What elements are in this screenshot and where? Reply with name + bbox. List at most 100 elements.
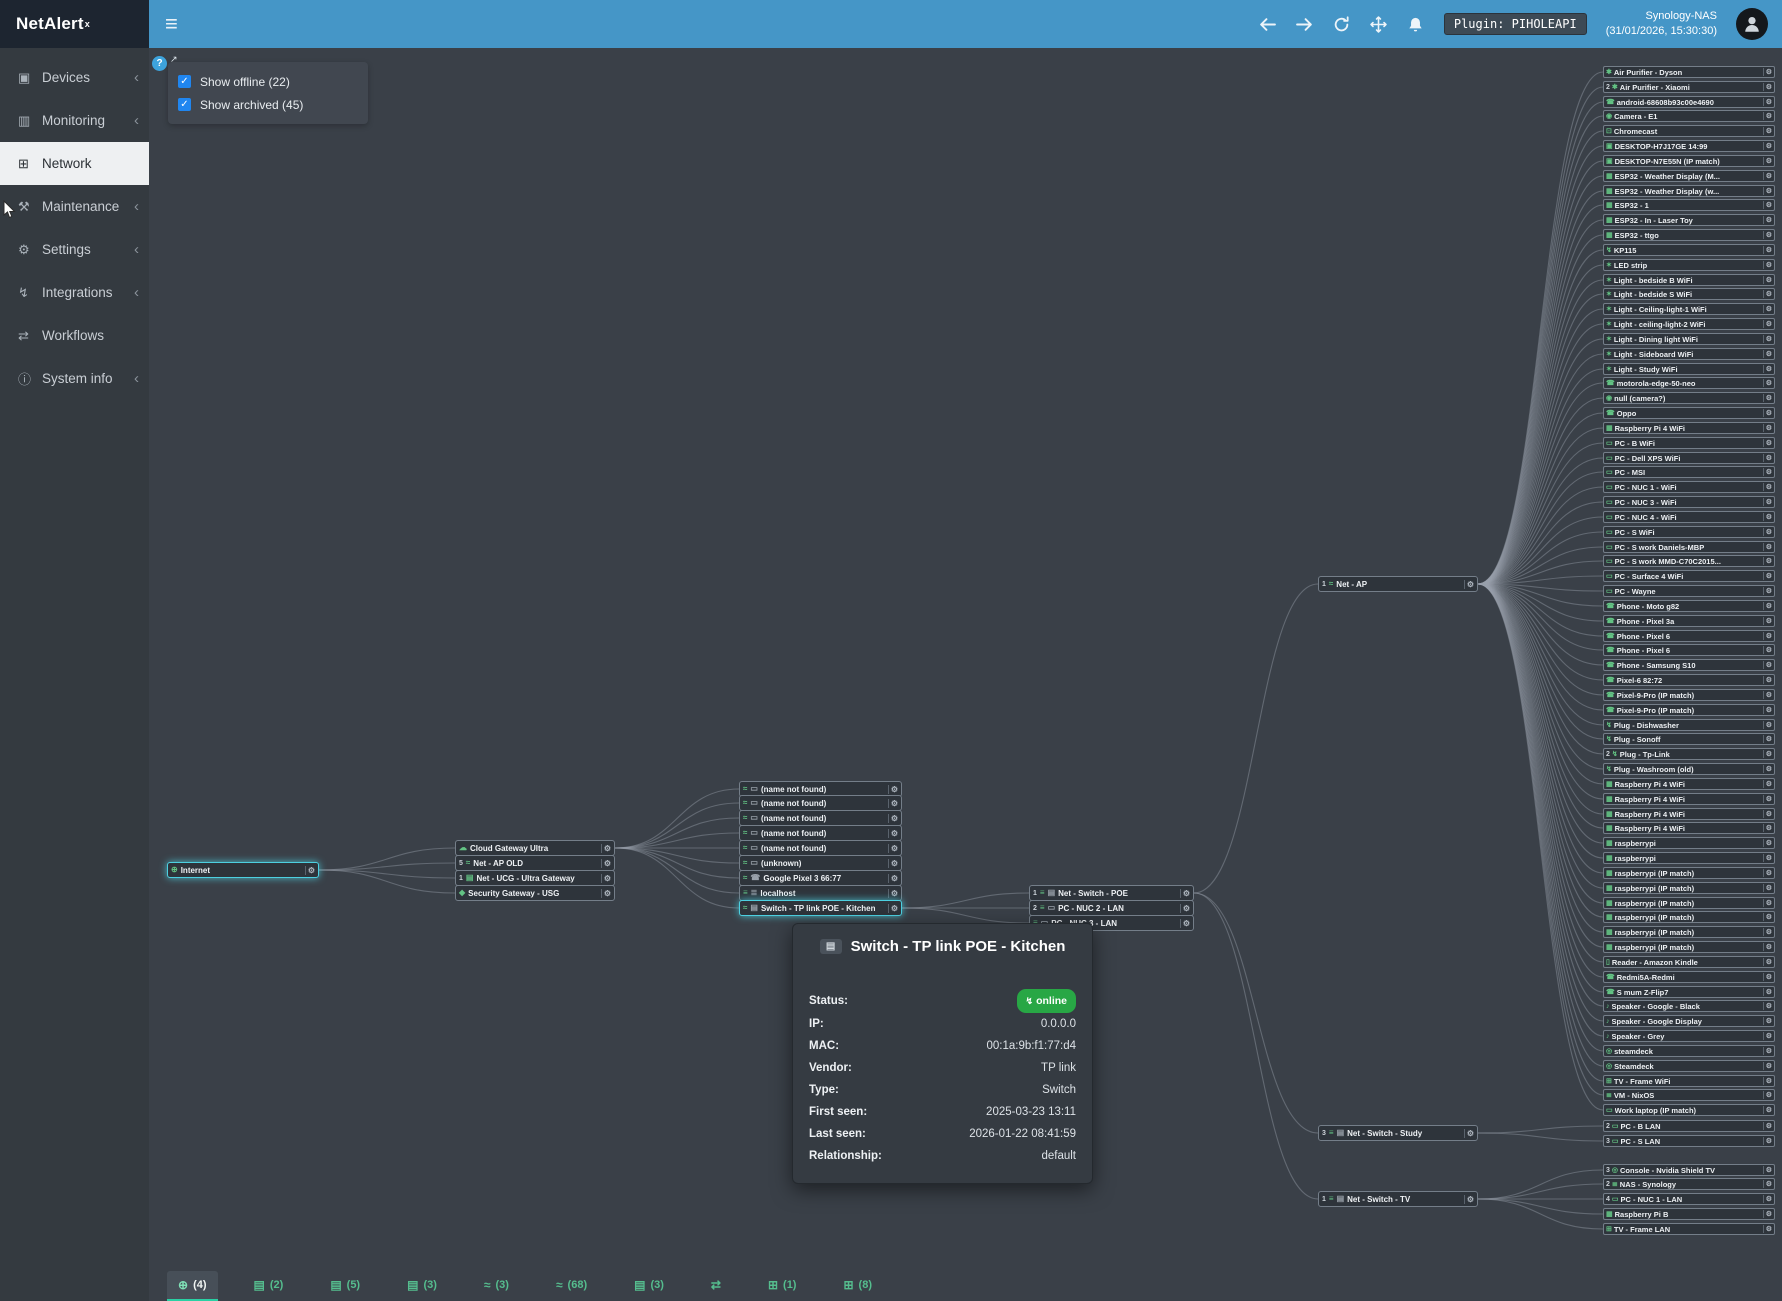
gear-icon[interactable]: ⚙ [1762, 810, 1772, 818]
sidebar-item-integrations[interactable]: ↯Integrations‹ [0, 271, 149, 314]
node-r58[interactable]: ▦raspberrypi (IP match)⚙ [1603, 926, 1775, 938]
node-r31[interactable]: ▭PC - S WiFi⚙ [1603, 526, 1775, 538]
node-r69[interactable]: ≣VM - NixOS⚙ [1603, 1089, 1775, 1101]
gear-icon[interactable]: ⚙ [1762, 1091, 1772, 1099]
node-localhost[interactable]: ≡≣localhost⚙ [739, 885, 902, 901]
gear-icon[interactable]: ⚙ [1762, 795, 1772, 803]
gear-icon[interactable]: ⚙ [1762, 913, 1772, 921]
gear-icon[interactable]: ⚙ [1762, 632, 1772, 640]
node-r40[interactable]: ☎Phone - Samsung S10⚙ [1603, 659, 1775, 671]
node-r25[interactable]: ▭PC - B WiFi⚙ [1603, 437, 1775, 449]
gear-icon[interactable]: ⚙ [1762, 1106, 1772, 1114]
gear-icon[interactable]: ⚙ [1762, 1166, 1772, 1174]
sidebar-item-devices[interactable]: ▣Devices‹ [0, 56, 149, 99]
gear-icon[interactable]: ⚙ [1762, 483, 1772, 491]
gear-icon[interactable]: ⚙ [1762, 1210, 1772, 1218]
node-r18[interactable]: ✶Light - Dining light WiFi⚙ [1603, 333, 1775, 345]
gear-icon[interactable]: ⚙ [1762, 468, 1772, 476]
gear-icon[interactable]: ⚙ [1762, 1225, 1772, 1233]
filter-tab-shuffle[interactable]: ⇄ [700, 1271, 732, 1301]
node-r54[interactable]: ▦raspberrypi (IP match)⚙ [1603, 867, 1775, 879]
node-cgu[interactable]: ☁Cloud Gateway Ultra⚙ [455, 840, 615, 856]
node-r19[interactable]: ✶Light - Sideboard WiFi⚙ [1603, 348, 1775, 360]
gear-icon[interactable]: ⚙ [887, 858, 898, 868]
node-r26[interactable]: ▭PC - Dell XPS WiFi⚙ [1603, 452, 1775, 464]
gear-icon[interactable]: ⚙ [1762, 290, 1772, 298]
node-r11[interactable]: ▦ESP32 - ttgo⚙ [1603, 229, 1775, 241]
gear-icon[interactable]: ⚙ [1762, 1047, 1772, 1055]
node-r33[interactable]: ▭PC - S work MMD-C70C2015...⚙ [1603, 555, 1775, 567]
gear-icon[interactable]: ⚙ [1762, 780, 1772, 788]
node-r52[interactable]: ▦raspberrypi⚙ [1603, 837, 1775, 849]
gear-icon[interactable]: ⚙ [1762, 261, 1772, 269]
gear-icon[interactable]: ⚙ [1762, 750, 1772, 758]
node-r41[interactable]: ☎Pixel-6 82:72⚙ [1603, 674, 1775, 686]
node-r68[interactable]: ⊞TV - Frame WiFi⚙ [1603, 1075, 1775, 1087]
node-r12[interactable]: ↯KP115⚙ [1603, 244, 1775, 256]
node-tv[interactable]: 1≡▤Net - Switch - TV⚙ [1318, 1191, 1478, 1207]
gear-icon[interactable]: ⚙ [1762, 439, 1772, 447]
gear-icon[interactable]: ⚙ [887, 828, 898, 838]
refresh-icon[interactable] [1333, 15, 1351, 33]
gear-icon[interactable]: ⚙ [1762, 602, 1772, 610]
gear-icon[interactable]: ⚙ [600, 873, 611, 883]
checkbox-checked-icon[interactable]: ✓ [178, 98, 191, 111]
node-r14[interactable]: ✶Light - bedside B WiFi⚙ [1603, 274, 1775, 286]
gear-icon[interactable]: ⚙ [1762, 454, 1772, 462]
gear-icon[interactable]: ⚙ [1762, 958, 1772, 966]
gear-icon[interactable]: ⚙ [1762, 276, 1772, 284]
node-r63[interactable]: ♪Speaker - Google - Black⚙ [1603, 1000, 1775, 1012]
gear-icon[interactable]: ⚙ [1463, 1128, 1474, 1138]
node-t2[interactable]: 2≣NAS - Synology⚙ [1603, 1178, 1775, 1190]
help-icon[interactable]: ? [152, 56, 167, 71]
gear-icon[interactable]: ⚙ [600, 843, 611, 853]
back-arrow-icon[interactable] [1259, 15, 1277, 33]
node-nuc2[interactable]: 2≡▭PC - NUC 2 - LAN⚙ [1029, 900, 1194, 916]
node-r38[interactable]: ☎Phone - Pixel 6⚙ [1603, 630, 1775, 642]
gear-icon[interactable]: ⚙ [1762, 869, 1772, 877]
gear-icon[interactable]: ⚙ [304, 865, 315, 875]
filter-tab-wifi-1[interactable]: ≈(3) [473, 1271, 520, 1301]
gear-icon[interactable]: ⚙ [1762, 142, 1772, 150]
sidebar-item-maintenance[interactable]: ⚒Maintenance‹ [0, 185, 149, 228]
node-r49[interactable]: ▦Raspberry Pi 4 WiFi⚙ [1603, 793, 1775, 805]
filter-tab-modem-1[interactable]: ▤(2) [243, 1271, 295, 1301]
gear-icon[interactable]: ⚙ [1762, 543, 1772, 551]
node-study[interactable]: 3≡▤Net - Switch - Study⚙ [1318, 1125, 1478, 1141]
forward-arrow-icon[interactable] [1296, 15, 1314, 33]
gear-icon[interactable]: ⚙ [1762, 706, 1772, 714]
node-r30[interactable]: ▭PC - NUC 4 - WiFi⚙ [1603, 511, 1775, 523]
node-r37[interactable]: ☎Phone - Pixel 3a⚙ [1603, 615, 1775, 627]
gear-icon[interactable]: ⚙ [1762, 572, 1772, 580]
sidebar-item-monitoring[interactable]: ▥Monitoring‹ [0, 99, 149, 142]
gear-icon[interactable]: ⚙ [1762, 1017, 1772, 1025]
node-r65[interactable]: ♪Speaker - Grey⚙ [1603, 1030, 1775, 1042]
gear-icon[interactable]: ⚙ [1762, 350, 1772, 358]
gear-icon[interactable]: ⚙ [887, 888, 898, 898]
gear-icon[interactable]: ⚙ [600, 888, 611, 898]
show-offline-toggle[interactable]: ✓ Show offline (22) [178, 70, 358, 93]
gear-icon[interactable]: ⚙ [1762, 1195, 1772, 1203]
node-r53[interactable]: ▦raspberrypi⚙ [1603, 852, 1775, 864]
node-r24[interactable]: ▦Raspberry Pi 4 WiFi⚙ [1603, 422, 1775, 434]
gear-icon[interactable]: ⚙ [1762, 1002, 1772, 1010]
gear-icon[interactable]: ⚙ [1762, 735, 1772, 743]
node-t1[interactable]: 3◎Console - Nvidia Shield TV⚙ [1603, 1164, 1775, 1176]
node-s2[interactable]: 3▭PC - S LAN⚙ [1603, 1135, 1775, 1147]
node-r59[interactable]: ▦raspberrypi (IP match)⚙ [1603, 941, 1775, 953]
node-r1[interactable]: 2✱Air Purifier - Xiaomi⚙ [1603, 81, 1775, 93]
sidebar-item-workflows[interactable]: ⇄Workflows [0, 314, 149, 357]
gear-icon[interactable]: ⚙ [1762, 557, 1772, 565]
node-r36[interactable]: ☎Phone - Moto g82⚙ [1603, 600, 1775, 612]
gear-icon[interactable]: ⚙ [1762, 157, 1772, 165]
gear-icon[interactable]: ⚙ [1762, 187, 1772, 195]
gear-icon[interactable]: ⚙ [1762, 98, 1772, 106]
gear-icon[interactable]: ⚙ [1762, 646, 1772, 654]
gear-icon[interactable]: ⚙ [1762, 172, 1772, 180]
node-r4[interactable]: ⊡Chromecast⚙ [1603, 125, 1775, 137]
gear-icon[interactable]: ⚙ [1762, 661, 1772, 669]
node-r20[interactable]: ✶Light - Study WiFi⚙ [1603, 363, 1775, 375]
node-apold[interactable]: 5≈Net - AP OLD⚙ [455, 855, 615, 871]
